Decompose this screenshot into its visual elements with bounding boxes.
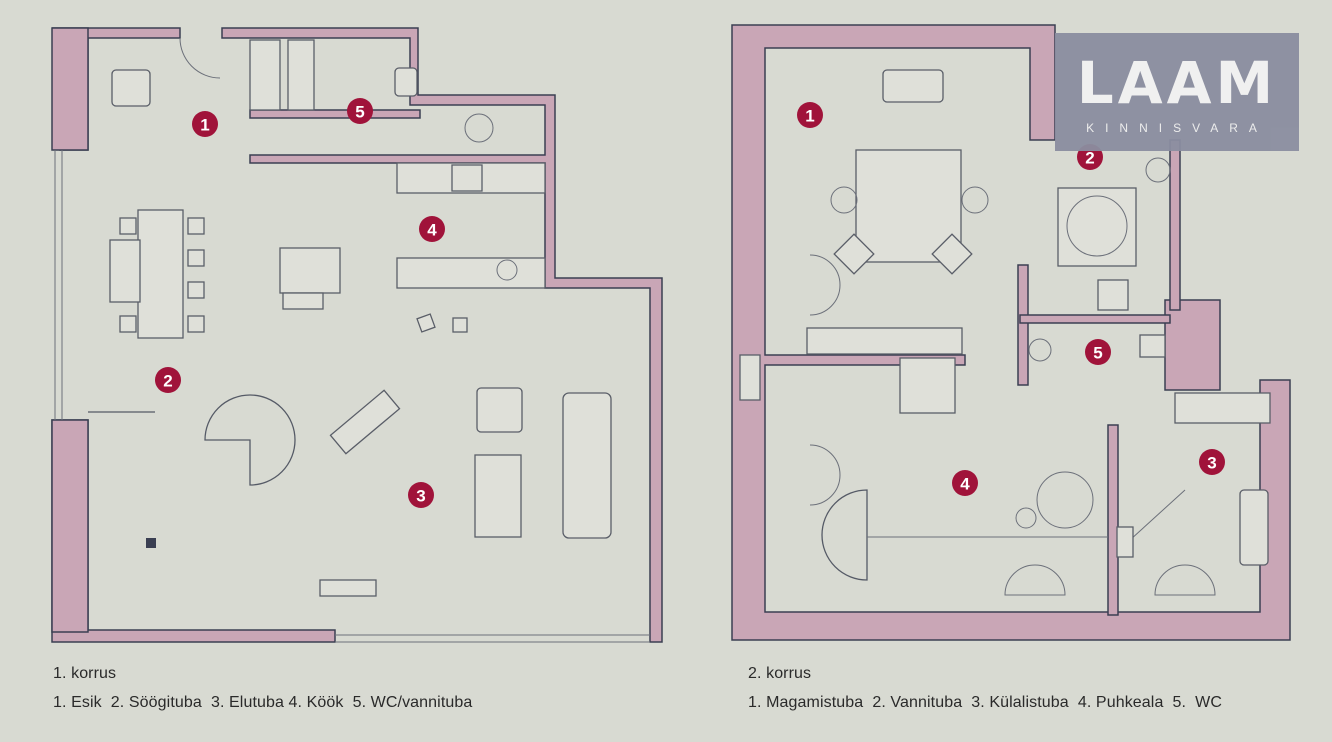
floor-2-legend: 1. Magamistuba 2. Vannituba 3. Külalistu… bbox=[748, 694, 1223, 711]
floor-1-title: 1. korrus bbox=[53, 665, 117, 682]
room-marker-2-1: 1 bbox=[797, 102, 823, 128]
svg-text:1: 1 bbox=[200, 116, 209, 135]
floor-1-furniture bbox=[109, 37, 612, 597]
laam-logo: LAAM KINNISVARA bbox=[1055, 33, 1299, 151]
svg-text:3: 3 bbox=[416, 487, 425, 506]
room-marker-2-3: 3 bbox=[1199, 449, 1225, 475]
svg-text:5: 5 bbox=[355, 103, 364, 122]
room-marker-2-4: 4 bbox=[952, 470, 978, 496]
svg-text:4: 4 bbox=[427, 221, 437, 240]
room-marker-1-1: 1 bbox=[192, 111, 218, 137]
room-marker-1-4: 4 bbox=[419, 216, 445, 242]
svg-text:3: 3 bbox=[1207, 454, 1216, 473]
floor-2-furniture bbox=[739, 69, 1271, 596]
svg-text:2: 2 bbox=[163, 372, 172, 391]
svg-text:2: 2 bbox=[1085, 149, 1094, 168]
room-marker-1-3: 3 bbox=[408, 482, 434, 508]
floor-2-walls bbox=[731, 24, 1291, 641]
room-marker-2-5: 5 bbox=[1085, 339, 1111, 365]
floor-1-glazing bbox=[54, 150, 650, 643]
floor-1-plan: 1 2 3 4 5 bbox=[51, 27, 663, 643]
floor-2-title: 2. korrus bbox=[748, 665, 812, 682]
floor-1-legend: 1. Esik 2. Söögituba 3. Elutuba 4. Köök … bbox=[53, 694, 473, 711]
room-marker-1-5: 5 bbox=[347, 98, 373, 124]
svg-text:5: 5 bbox=[1093, 344, 1102, 363]
logo-subtitle: KINNISVARA bbox=[1086, 121, 1268, 135]
floor-1-walls bbox=[51, 27, 663, 643]
svg-text:4: 4 bbox=[960, 475, 970, 494]
svg-text:1: 1 bbox=[805, 107, 814, 126]
logo-brand: LAAM bbox=[1076, 49, 1278, 117]
floor-2-plan: 1 2 3 4 5 bbox=[731, 24, 1291, 641]
room-marker-1-2: 2 bbox=[155, 367, 181, 393]
